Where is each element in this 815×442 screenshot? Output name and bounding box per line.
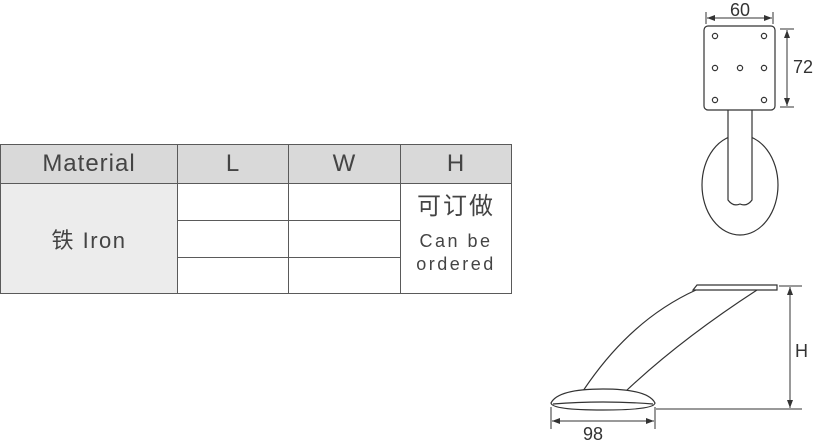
side-view: H 98 — [550, 284, 808, 442]
mount-hole — [711, 32, 719, 40]
mount-holes — [711, 32, 768, 104]
h-value-cn: 可订做 — [417, 193, 495, 220]
table-row — [1, 257, 512, 294]
height-dimension-label: 72 — [793, 57, 813, 77]
l-cell — [177, 220, 289, 258]
top-view: 60 72 — [701, 0, 813, 236]
top-view-mount-plate — [703, 25, 776, 111]
top-view-stem — [727, 107, 753, 206]
material-value: 铁 Iron — [51, 227, 127, 253]
mount-hole — [711, 96, 719, 104]
l-cell — [177, 257, 289, 294]
spec-table: Material L W H 铁 Iron 可订做 Can be ordered — [0, 144, 512, 294]
h-value-en-line1: Can be — [419, 231, 493, 251]
top-mount-plate — [691, 284, 778, 291]
leg-inner-curve — [625, 289, 758, 392]
l-cell — [177, 183, 289, 221]
mount-hole — [760, 32, 768, 40]
mount-hole — [760, 64, 768, 72]
w-cell — [288, 183, 401, 221]
leg-outer-curve — [582, 289, 697, 392]
h-cell: 可订做 Can be ordered — [400, 183, 512, 294]
mount-hole — [711, 64, 719, 72]
h-dimension-label: H — [795, 341, 808, 361]
mount-hole — [736, 64, 744, 72]
base-foot-edge — [552, 401, 654, 405]
header-material: Material — [0, 144, 178, 184]
header-h: H — [400, 144, 512, 184]
base-foot — [550, 388, 656, 411]
table-row: 铁 Iron 可订做 Can be ordered — [0, 183, 512, 294]
header-row: Material L W H — [0, 144, 512, 184]
h-value-en-line2: ordered — [416, 254, 496, 274]
material-cell: 铁 Iron — [0, 183, 178, 294]
base-dimension-label: 98 — [583, 424, 603, 442]
table-row — [1, 220, 512, 258]
width-dimension-label: 60 — [730, 0, 750, 20]
w-cell — [288, 257, 401, 294]
mount-hole — [760, 96, 768, 104]
